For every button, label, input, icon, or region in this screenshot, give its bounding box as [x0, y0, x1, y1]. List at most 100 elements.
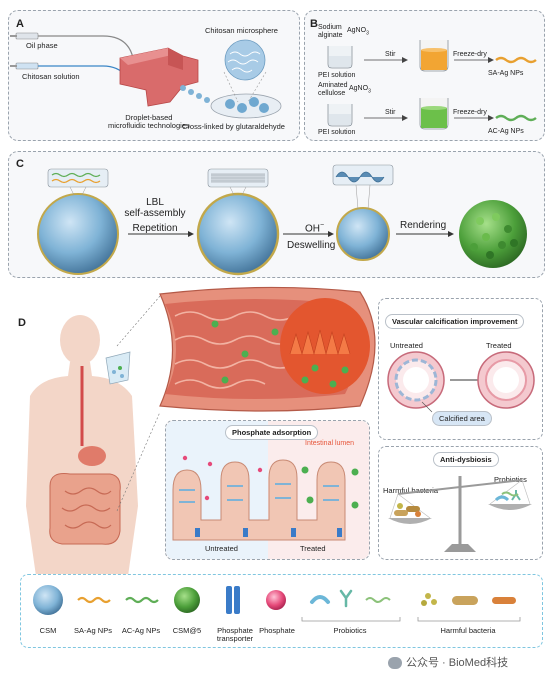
rendering-label: Rendering: [400, 220, 447, 231]
legend-harmful-icon: [421, 593, 516, 606]
legend-transporter-label: Phosphate transporter: [210, 626, 260, 644]
petri-dish-icon: [210, 93, 282, 119]
vascular-treated-label: Treated: [486, 341, 512, 350]
panel-a-illustration: [10, 32, 282, 119]
syringe-oil-icon: [10, 32, 134, 59]
dysbiosis-title: Anti-dysbiosis: [433, 452, 499, 467]
agno3-top-label: AgNO3: [347, 27, 369, 37]
stomach-icon: [78, 446, 106, 466]
phosphate-title: Phosphate adsorption: [225, 425, 319, 440]
freeze-bottom-label: Freeze-dry: [453, 109, 487, 116]
villi-illustration: [172, 455, 359, 541]
legend-icons: [33, 585, 516, 615]
intestine-cutaway-illustration: [159, 286, 376, 412]
legend-probiotics-icon: [310, 589, 391, 608]
csm-sphere-2-icon: [196, 168, 280, 276]
legend-sa-icon: [77, 596, 111, 604]
beaker-orange-icon: [419, 40, 449, 72]
lbl-line3: Repetition: [132, 223, 178, 234]
legend-csm5-label: CSM@5: [172, 626, 202, 635]
panel-a-label: A: [16, 18, 24, 30]
phosphate-treated-label: Treated: [300, 544, 326, 553]
agno3-bottom-label: AgNO3: [349, 85, 371, 95]
legend-phosphate-icon: [266, 590, 286, 610]
sodium-alginate-label: Sodium alginate: [318, 24, 343, 39]
calcified-area-label: Calcified area: [432, 411, 492, 426]
panel-c-illustration: [37, 164, 527, 276]
lbl-line2: self-assembly: [124, 208, 186, 219]
csm-sphere-3-icon: [332, 164, 394, 261]
droplet-label: Droplet-based microfluidic technologies: [108, 113, 190, 131]
harmful-bacteria-label: Harmful bacteria: [383, 486, 439, 495]
legend-box: [20, 574, 543, 648]
watermark-text: 公众号 · BioMed科技: [406, 657, 509, 669]
sodium-line2: alginate: [318, 31, 343, 39]
chitosan-solution-label: Chitosan solution: [22, 72, 80, 81]
intestinal-lumen-label: Intestinal lumen: [305, 440, 355, 447]
oh-main: OH: [305, 223, 320, 235]
panel-c-label: C: [16, 158, 24, 170]
panel-b-label: B: [310, 18, 318, 30]
vascular-title: Vascular calcification improvement: [385, 314, 525, 329]
legend-ac-label: AC-Ag NPs: [121, 626, 161, 635]
sa-ag-np-strand: [495, 56, 537, 64]
legend-harmful-label: Harmful bacteria: [440, 626, 496, 635]
microsphere-label: Chitosan microsphere: [205, 26, 278, 35]
agno3-bottom-sub: 3: [368, 88, 371, 95]
oil-phase-label: Oil phase: [26, 41, 58, 50]
agno3-bottom-main: AgNO: [349, 85, 369, 92]
panel-b-illustration: [327, 40, 537, 130]
chitosan-microsphere-icon: [224, 39, 266, 81]
droplet-label-line2: microfluidic technologies: [108, 121, 190, 131]
pei-top-label: PEI solution: [318, 72, 356, 79]
agno3-top-main: AgNO: [347, 27, 367, 34]
beaker-pei-top-icon: [327, 46, 353, 69]
syringe-chitosan-icon: [10, 62, 127, 77]
legend-transporter-line2: transporter: [216, 634, 254, 644]
ac-ag-np-label: AC-Ag NPs: [488, 128, 524, 135]
lbl-line1: LBL: [146, 197, 164, 208]
drinking-cup-icon: [105, 351, 131, 385]
aminated-line2: cellulose: [318, 89, 346, 97]
legend-csm-label: CSM: [39, 626, 57, 635]
vessel-treated-icon: [477, 351, 535, 409]
oh-sup: −: [320, 222, 325, 229]
legend-phosphate-label: Phosphate: [259, 626, 295, 635]
microfluidic-chip-icon: [119, 47, 199, 107]
aminated-line1: Aminated: [318, 82, 348, 89]
freeze-top-label: Freeze-dry: [453, 51, 487, 58]
sodium-line1: Sodium: [318, 24, 342, 31]
zoom-dashed-lines: [116, 295, 161, 512]
harmful-bacteria-pile-icon: [394, 503, 421, 517]
sa-ag-np-label: SA-Ag NPs: [488, 70, 524, 77]
ac-ag-np-strand: [495, 114, 537, 122]
wechat-icon: [388, 657, 402, 670]
probiotics-label: Probiotics: [494, 475, 527, 484]
deswelling-label: Deswelling: [287, 240, 336, 251]
legend-ac-icon: [125, 596, 159, 604]
beaker-pei-bottom-icon: [327, 104, 353, 127]
human-body-illustration: [26, 315, 138, 576]
phosphate-untreated-label: Untreated: [205, 544, 238, 553]
stir-bottom-label: Stir: [385, 109, 396, 116]
stir-top-label: Stir: [385, 51, 396, 58]
legend-transporter-line1: Phosphate: [217, 626, 253, 635]
legend-sa-label: SA-Ag NPs: [74, 626, 112, 635]
legend-probiotics-label: Probiotics: [333, 626, 367, 635]
balance-scale-illustration: [388, 476, 532, 552]
oh-label: OH−: [305, 222, 324, 234]
crosslink-label: Cross-linked by glutaraldehyde: [182, 122, 285, 131]
droplet-label-line1: Droplet-based: [125, 113, 173, 122]
vascular-untreated-label: Untreated: [390, 341, 423, 350]
agno3-top-sub: 3: [366, 30, 369, 37]
panel-d-label: D: [18, 317, 26, 329]
legend-csm-icon: [33, 585, 63, 615]
droplet-train: [180, 85, 210, 103]
watermark: 公众号 · BioMed科技: [388, 657, 509, 670]
legend-brackets: [301, 617, 521, 622]
csm-sphere-1-icon: [37, 168, 119, 275]
pei-bottom-label: PEI solution: [318, 129, 356, 136]
beaker-green-icon: [419, 98, 449, 130]
vessel-rings-illustration: [387, 351, 535, 413]
aminated-cellulose-label: Aminated cellulose: [318, 82, 348, 97]
